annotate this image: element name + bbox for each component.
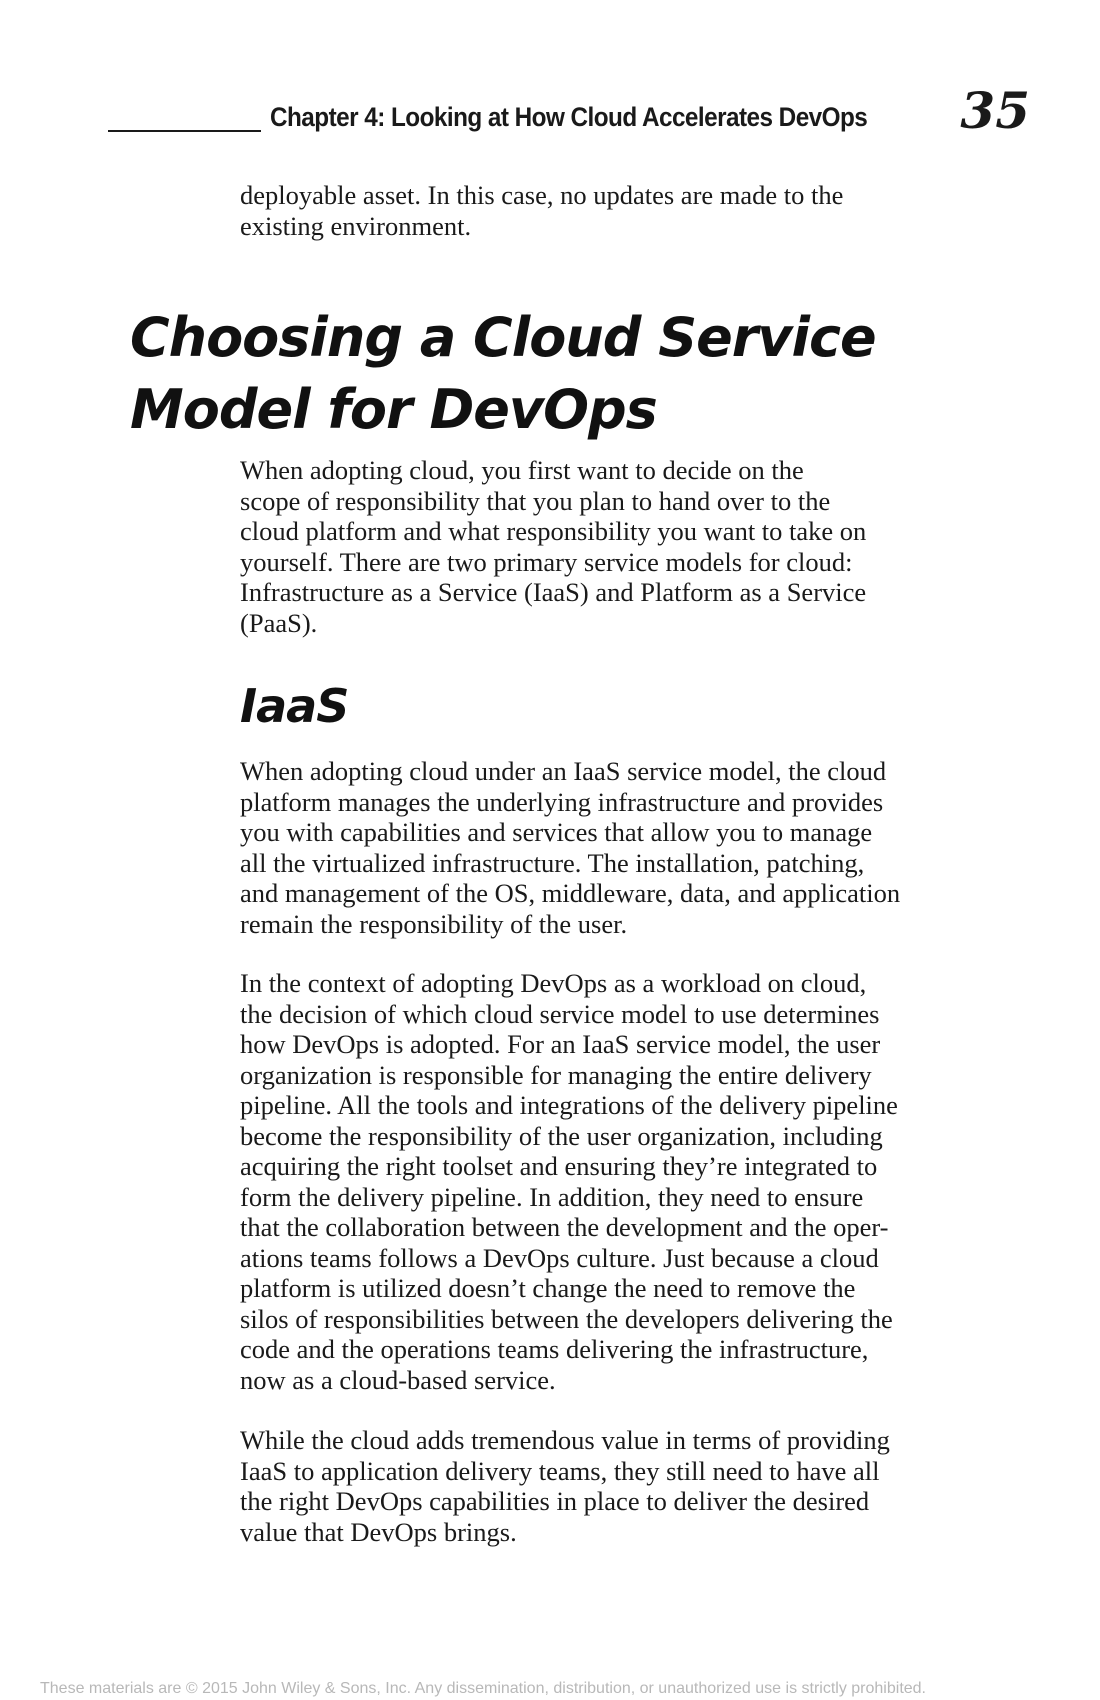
section-heading-line: Choosing a Cloud Service: [130, 306, 877, 369]
paragraph-line: acquiring the right toolset and ensuring…: [240, 1151, 878, 1181]
paragraph-line: value that DevOps brings.: [240, 1516, 517, 1547]
paragraph-line: organization is responsible for managing…: [240, 1059, 872, 1090]
paragraph-line: Infrastructure as a Service (IaaS) and P…: [240, 577, 867, 607]
paragraph-line: In the context of adopting DevOps as a w…: [240, 968, 867, 998]
paragraph-line: existing environment.: [240, 210, 472, 241]
section-heading: Choosing a Cloud Service Model for DevOp…: [130, 302, 877, 446]
paragraph-line: IaaS to application delivery teams, they…: [240, 1455, 880, 1486]
paragraph-line: how DevOps is adopted. For an IaaS servi…: [240, 1029, 881, 1059]
paragraph-line: become the responsibility of the user or…: [240, 1120, 883, 1151]
section-heading-line: Model for DevOps: [130, 378, 658, 441]
paragraph-line: that the collaboration between the devel…: [240, 1212, 889, 1242]
paragraph-line: scope of responsibility that you plan to…: [240, 485, 831, 516]
copyright-notice: These materials are © 2015 John Wiley & …: [40, 1680, 926, 1697]
paragraph-line: yourself. There are two primary service …: [240, 546, 853, 577]
paragraph-line: When adopting cloud under an IaaS servic…: [240, 756, 887, 786]
running-header-chapter-title: Chapter 4: Looking at How Cloud Accelera…: [270, 102, 868, 132]
section-intro-paragraph: When adopting cloud, you first want to d…: [240, 455, 1010, 638]
iaas-paragraph-2: In the context of adopting DevOps as a w…: [240, 968, 1010, 1395]
paragraph-line: ations teams follows a DevOps culture. J…: [240, 1242, 879, 1273]
page-number: 35: [960, 81, 1030, 140]
paragraph-line: remain the responsibility of the user.: [240, 908, 628, 939]
paragraph-line: the right DevOps capabilities in place t…: [240, 1486, 870, 1516]
paragraph-line: silos of responsibilities between the de…: [240, 1303, 893, 1334]
paragraph-line: form the delivery pipeline. In addition,…: [240, 1181, 864, 1212]
header-rule: [108, 130, 261, 132]
iaas-paragraph-1: When adopting cloud under an IaaS servic…: [240, 756, 1010, 939]
paragraph-line: (PaaS).: [240, 607, 318, 638]
paragraph-line: When adopting cloud, you first want to d…: [240, 455, 804, 485]
paragraph-line: platform is utilized doesn’t change the …: [240, 1273, 856, 1303]
paragraph-line: deployable asset. In this case, no updat…: [240, 180, 844, 210]
paragraph-line: and management of the OS, middleware, da…: [240, 878, 901, 908]
paragraph-line: the decision of which cloud service mode…: [240, 998, 880, 1029]
paragraph-line: cloud platform and what responsibility y…: [240, 516, 867, 546]
paragraph-line: now as a cloud-based service.: [240, 1364, 556, 1395]
intro-paragraph: deployable asset. In this case, no updat…: [240, 180, 1010, 241]
iaas-paragraph-3: While the cloud adds tremendous value in…: [240, 1425, 1010, 1547]
paragraph-line: all the virtualized infrastructure. The …: [240, 847, 865, 878]
paragraph-line: code and the operations teams delivering…: [240, 1334, 869, 1364]
paragraph-line: pipeline. All the tools and integrations…: [240, 1090, 898, 1120]
subsection-heading: IaaS: [240, 679, 349, 733]
paragraph-line: you with capabilities and services that …: [240, 817, 873, 847]
paragraph-line: platform manages the underlying infrastr…: [240, 786, 884, 817]
paragraph-line: While the cloud adds tremendous value in…: [240, 1425, 890, 1455]
